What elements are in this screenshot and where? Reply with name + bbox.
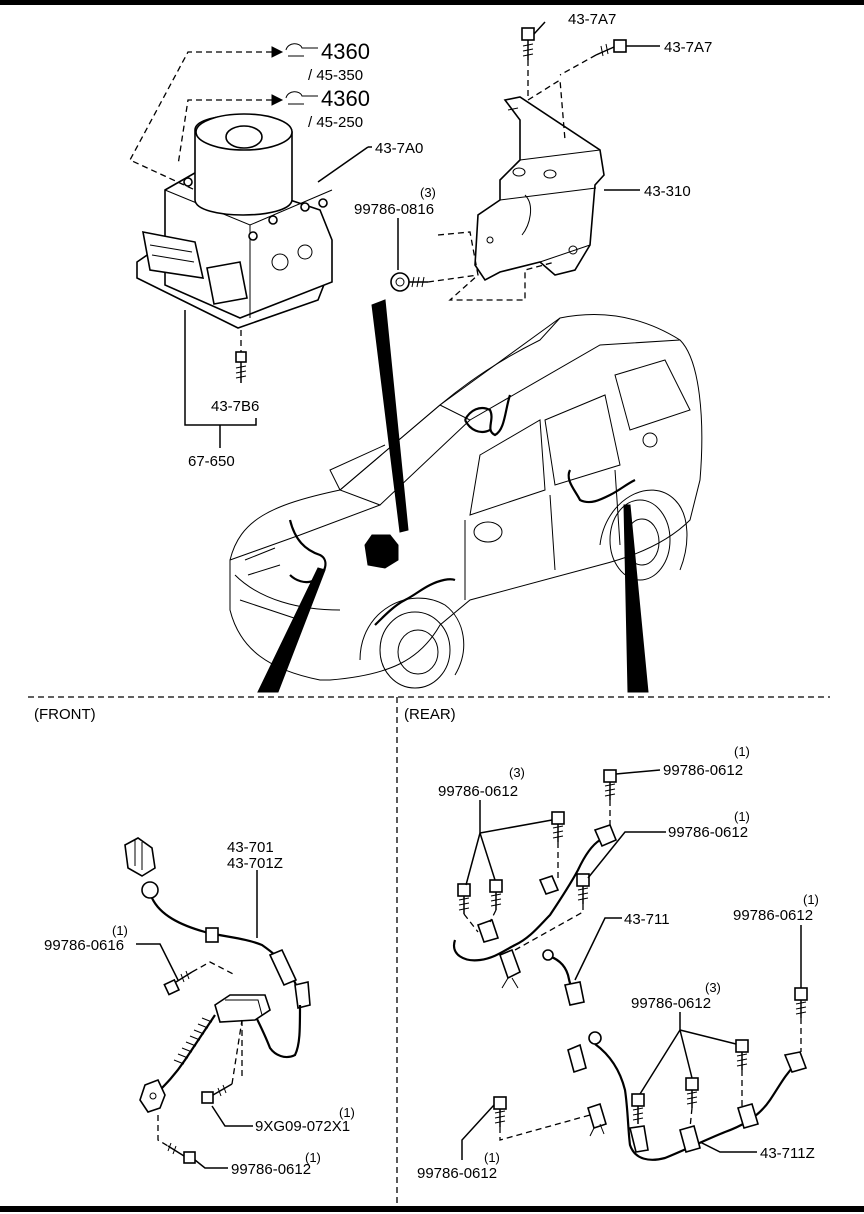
ref-45-250: / 45-250 <box>308 114 363 131</box>
label-43-711: 43-711 <box>624 911 670 928</box>
label-43-701z: 43-701Z <box>227 855 283 872</box>
front-wheel-speed-sensor <box>124 837 311 1113</box>
bolt-99786-0612-rear-low-a <box>735 1039 749 1070</box>
label-rear-3: 99786-0612 <box>438 783 518 800</box>
bolt-99786-0612-rear-group-c <box>489 879 503 910</box>
label-43-701: 43-701 <box>227 839 274 856</box>
bolt-99786-0612-rear-right <box>794 987 808 1018</box>
bolt-43-7a7-right <box>595 39 627 57</box>
label-67-650: 67-650 <box>188 453 235 470</box>
label-43-7b6: 43-7B6 <box>211 398 259 415</box>
bolt-99786-0816 <box>390 272 428 292</box>
bolt-9xg09-072x1 <box>201 1083 233 1104</box>
qty-99786-0612-front: (1) <box>305 1150 321 1165</box>
section-label-front: (FRONT) <box>34 706 96 723</box>
qty-rear-3: (3) <box>509 765 525 780</box>
qty-rear-low3: (3) <box>705 980 721 995</box>
bolt-99786-0612-rear-bottom <box>493 1096 507 1127</box>
label-99786-0612-front: 99786-0612 <box>231 1161 311 1178</box>
bolt-99786-0612-rear-group-b <box>457 883 471 914</box>
label-99786-0616: 99786-0616 <box>44 937 124 954</box>
bolt-43-7b6 <box>235 351 247 383</box>
qty-rear-mid: (1) <box>734 809 750 824</box>
label-99786-0816: 99786-0816 <box>354 201 434 218</box>
bolt-99786-0612-rear-mid <box>576 873 590 904</box>
label-hcu: 43-7A0 <box>375 140 423 157</box>
qty-99786-0816: (3) <box>420 185 436 200</box>
bolt-43-7a7-top <box>521 27 535 60</box>
label-9xg09-072x1: 9XG09-072X1 <box>255 1118 350 1135</box>
bolt-99786-0612-rear-low-c <box>631 1093 645 1124</box>
label-43-310: 43-310 <box>644 183 691 200</box>
label-43-711z: 43-711Z <box>760 1145 815 1162</box>
rear-wheel-speed-sensor-43-711 <box>452 824 618 1006</box>
label-rear-bottom: 99786-0612 <box>417 1165 497 1182</box>
bolt-99786-0612-rear-low-b <box>685 1077 699 1108</box>
label-rear-top: 99786-0612 <box>663 762 743 779</box>
label-rear-low3: 99786-0612 <box>631 995 711 1012</box>
label-rear-right: 99786-0612 <box>733 907 813 924</box>
ref-4360-a: 4360 <box>321 39 370 64</box>
label-rear-mid: 99786-0612 <box>668 824 748 841</box>
rear-wheel-speed-sensor-43-711z <box>567 1031 808 1161</box>
pointing-hand-icon <box>285 91 318 105</box>
vehicle-illustration <box>229 299 703 693</box>
qty-99786-0616: (1) <box>112 923 128 938</box>
qty-rear-top: (1) <box>734 744 750 759</box>
top-border-bar <box>0 0 864 5</box>
bolt-99786-0612-rear-top <box>603 769 617 800</box>
qty-rear-right: (1) <box>803 892 819 907</box>
ref-4360-b: 4360 <box>321 86 370 111</box>
ref-45-350: / 45-350 <box>308 67 363 84</box>
section-label-rear: (REAR) <box>404 706 456 723</box>
hydraulic-control-unit <box>136 113 333 329</box>
bolt-99786-0612-rear-group-a <box>551 811 565 842</box>
pointing-hand-icon <box>285 43 318 57</box>
label-43-7a7-top: 43-7A7 <box>568 11 616 28</box>
bolt-99786-0616 <box>163 970 193 996</box>
label-43-7a7-right: 43-7A7 <box>664 39 712 56</box>
bottom-border-bar <box>0 1206 864 1212</box>
bolt-99786-0612-front <box>167 1142 196 1164</box>
bracket-43-310 <box>474 96 605 282</box>
leader-4360-b <box>177 99 272 166</box>
qty-rear-bottom: (1) <box>484 1150 500 1165</box>
qty-9xg09-072x1: (1) <box>339 1105 355 1120</box>
leader-4360-a <box>129 51 272 191</box>
